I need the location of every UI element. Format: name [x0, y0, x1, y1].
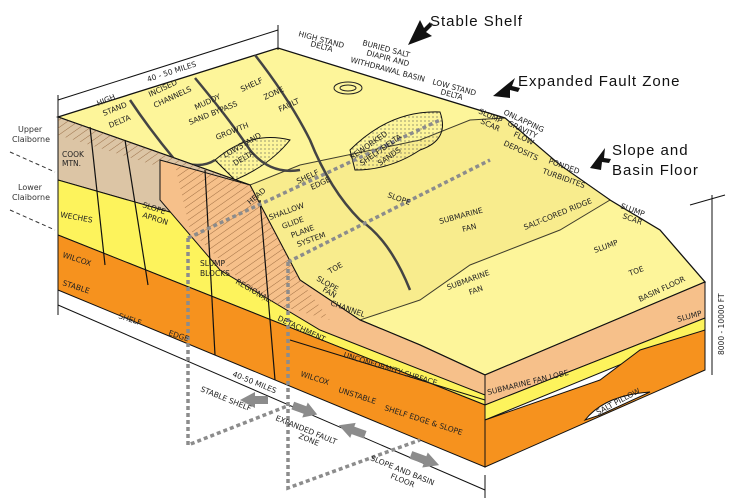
divider — [9, 209, 56, 231]
dimension-lines — [57, 25, 726, 498]
zone-arrows — [240, 392, 440, 468]
fault-lines — [89, 126, 276, 381]
lbl: FAN — [461, 222, 477, 234]
label-expanded-fault-zone: Expanded Fault Zone — [518, 73, 680, 90]
reworked-sands — [349, 111, 443, 171]
label-stable-shelf: Stable Shelf — [430, 13, 523, 30]
zone-pointer-arrows — [408, 20, 611, 170]
lbl: COOK — [62, 150, 85, 159]
lbl: BLOCKS — [200, 269, 230, 278]
channel — [254, 54, 412, 291]
lbl: SLUMP — [200, 259, 226, 268]
depth-label: 8000 - 10000 FT — [717, 293, 726, 355]
label-slope-basin-1: Slope and — [612, 142, 689, 159]
lbl: MTN. — [62, 159, 81, 168]
lower-claiborne-2: Claiborne — [12, 193, 50, 202]
lower-claiborne-1: Lower — [18, 183, 43, 192]
right-orange — [484, 329, 706, 468]
upper-claiborne-2: Claiborne — [12, 135, 50, 144]
channel — [194, 77, 301, 173]
salt-diapir-symbol — [333, 81, 363, 95]
label-slope-basin-2: Basin Floor — [612, 162, 699, 179]
lowstand-delta — [214, 137, 291, 181]
front-hatched-faults — [175, 165, 330, 320]
unconformity-line — [289, 339, 486, 401]
divider — [9, 151, 56, 173]
zone-boundaries — [186, 118, 491, 491]
salt-pillow — [583, 391, 651, 422]
upper-claiborne-1: Upper — [18, 125, 43, 134]
